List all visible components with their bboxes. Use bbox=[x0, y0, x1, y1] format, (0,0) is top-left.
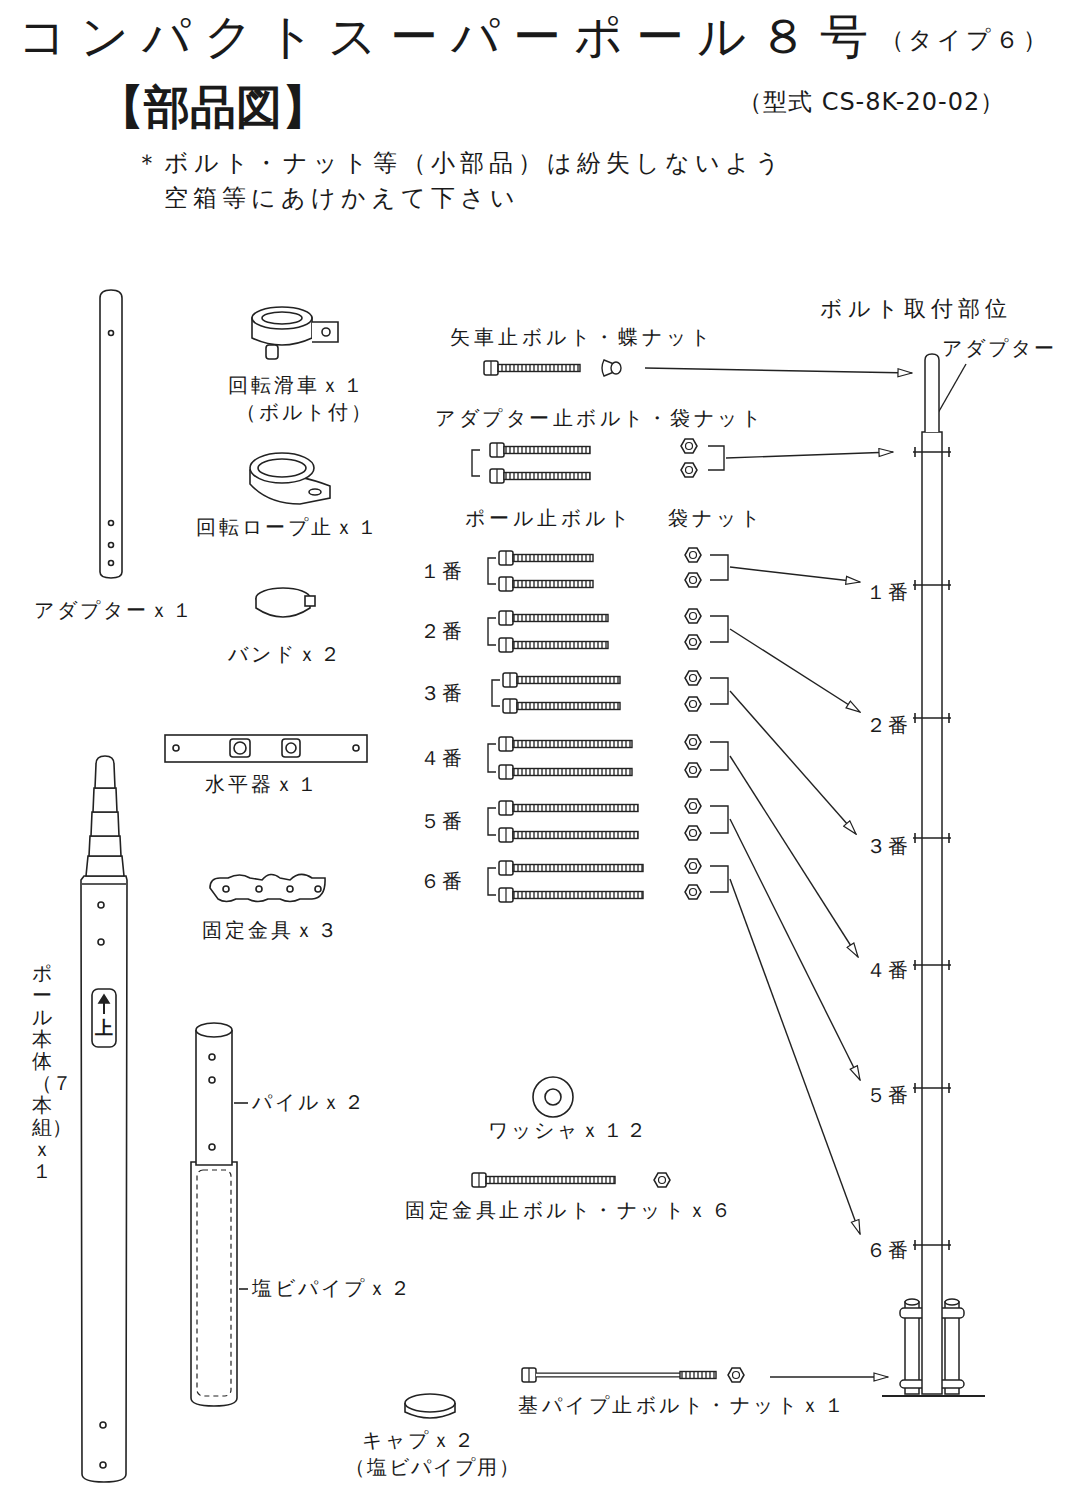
part-note: （塩ビパイプ用） bbox=[345, 1455, 521, 1479]
model-number: （型式 CS-8K-20-02） bbox=[738, 88, 1005, 117]
cap bbox=[405, 1394, 455, 1418]
washer bbox=[533, 1077, 573, 1117]
part-name: 基パイプ止ボルト・ナットｘ１ bbox=[518, 1393, 847, 1417]
part-name: 回転滑車ｘ１ bbox=[228, 373, 366, 397]
part-name: キャプｘ２ bbox=[362, 1428, 477, 1452]
callout-number: ６番 bbox=[866, 1238, 910, 1262]
direction-mark: 上 bbox=[95, 1017, 113, 1039]
fixing-bracket bbox=[210, 874, 325, 901]
pole-body bbox=[81, 756, 127, 1482]
part-name: 固定金具止ボルト・ナットｘ６ bbox=[405, 1198, 734, 1222]
adapter bbox=[100, 290, 122, 578]
callout-number: ３番 bbox=[420, 681, 464, 705]
part-name: ポール止ボルト bbox=[465, 506, 633, 530]
callout-number: ６番 bbox=[420, 869, 464, 893]
callout-number: １番 bbox=[866, 580, 910, 604]
part-name: 袋ナット bbox=[668, 506, 764, 530]
callout-number: ５番 bbox=[420, 809, 464, 833]
part-name: 回転ロープ止ｘ１ bbox=[196, 515, 380, 539]
part-name: ポール本体（７本組）ｘ１ bbox=[32, 962, 52, 1182]
note: ＊ボルト・ナット等（小部品）は紛失しないよう 空箱等にあけかえて下さい bbox=[135, 146, 804, 216]
part-name: アダプターｘ１ bbox=[34, 598, 195, 622]
subtitle: （タイプ６） bbox=[880, 26, 1051, 55]
part-name: 塩ビパイプｘ２ bbox=[252, 1276, 413, 1300]
title: コンパクトスーパーポール８号 bbox=[18, 8, 881, 66]
pile bbox=[191, 1023, 248, 1406]
callout-number: ４番 bbox=[420, 746, 464, 770]
callout-number: ２番 bbox=[866, 713, 910, 737]
part-name: 水平器ｘ１ bbox=[205, 772, 320, 796]
part-name: アダプター止ボルト・袋ナット bbox=[435, 406, 764, 430]
spirit-level bbox=[165, 735, 367, 762]
part-name: 固定金具ｘ３ bbox=[202, 918, 340, 942]
callout-number: ４番 bbox=[866, 958, 910, 982]
section-label: ボルト取付部位 bbox=[820, 296, 1012, 322]
callout-number: １番 bbox=[420, 559, 464, 583]
part-note: （ボルト付） bbox=[236, 400, 374, 424]
section-heading: 【部品図】 bbox=[98, 80, 328, 135]
part-name: 矢車止ボルト・蝶ナット bbox=[450, 325, 714, 349]
band bbox=[256, 588, 315, 617]
part-name: パイルｘ２ bbox=[252, 1090, 367, 1114]
rope-stopper bbox=[250, 453, 330, 504]
part-name: アダプター bbox=[942, 336, 1057, 360]
callout-number: ３番 bbox=[866, 834, 910, 858]
part-name: ワッシャｘ１２ bbox=[488, 1118, 649, 1142]
callout-number: ５番 bbox=[866, 1083, 910, 1107]
part-name: バンドｘ２ bbox=[228, 642, 343, 666]
callout-number: ２番 bbox=[420, 619, 464, 643]
rotating-pulley bbox=[252, 307, 338, 359]
